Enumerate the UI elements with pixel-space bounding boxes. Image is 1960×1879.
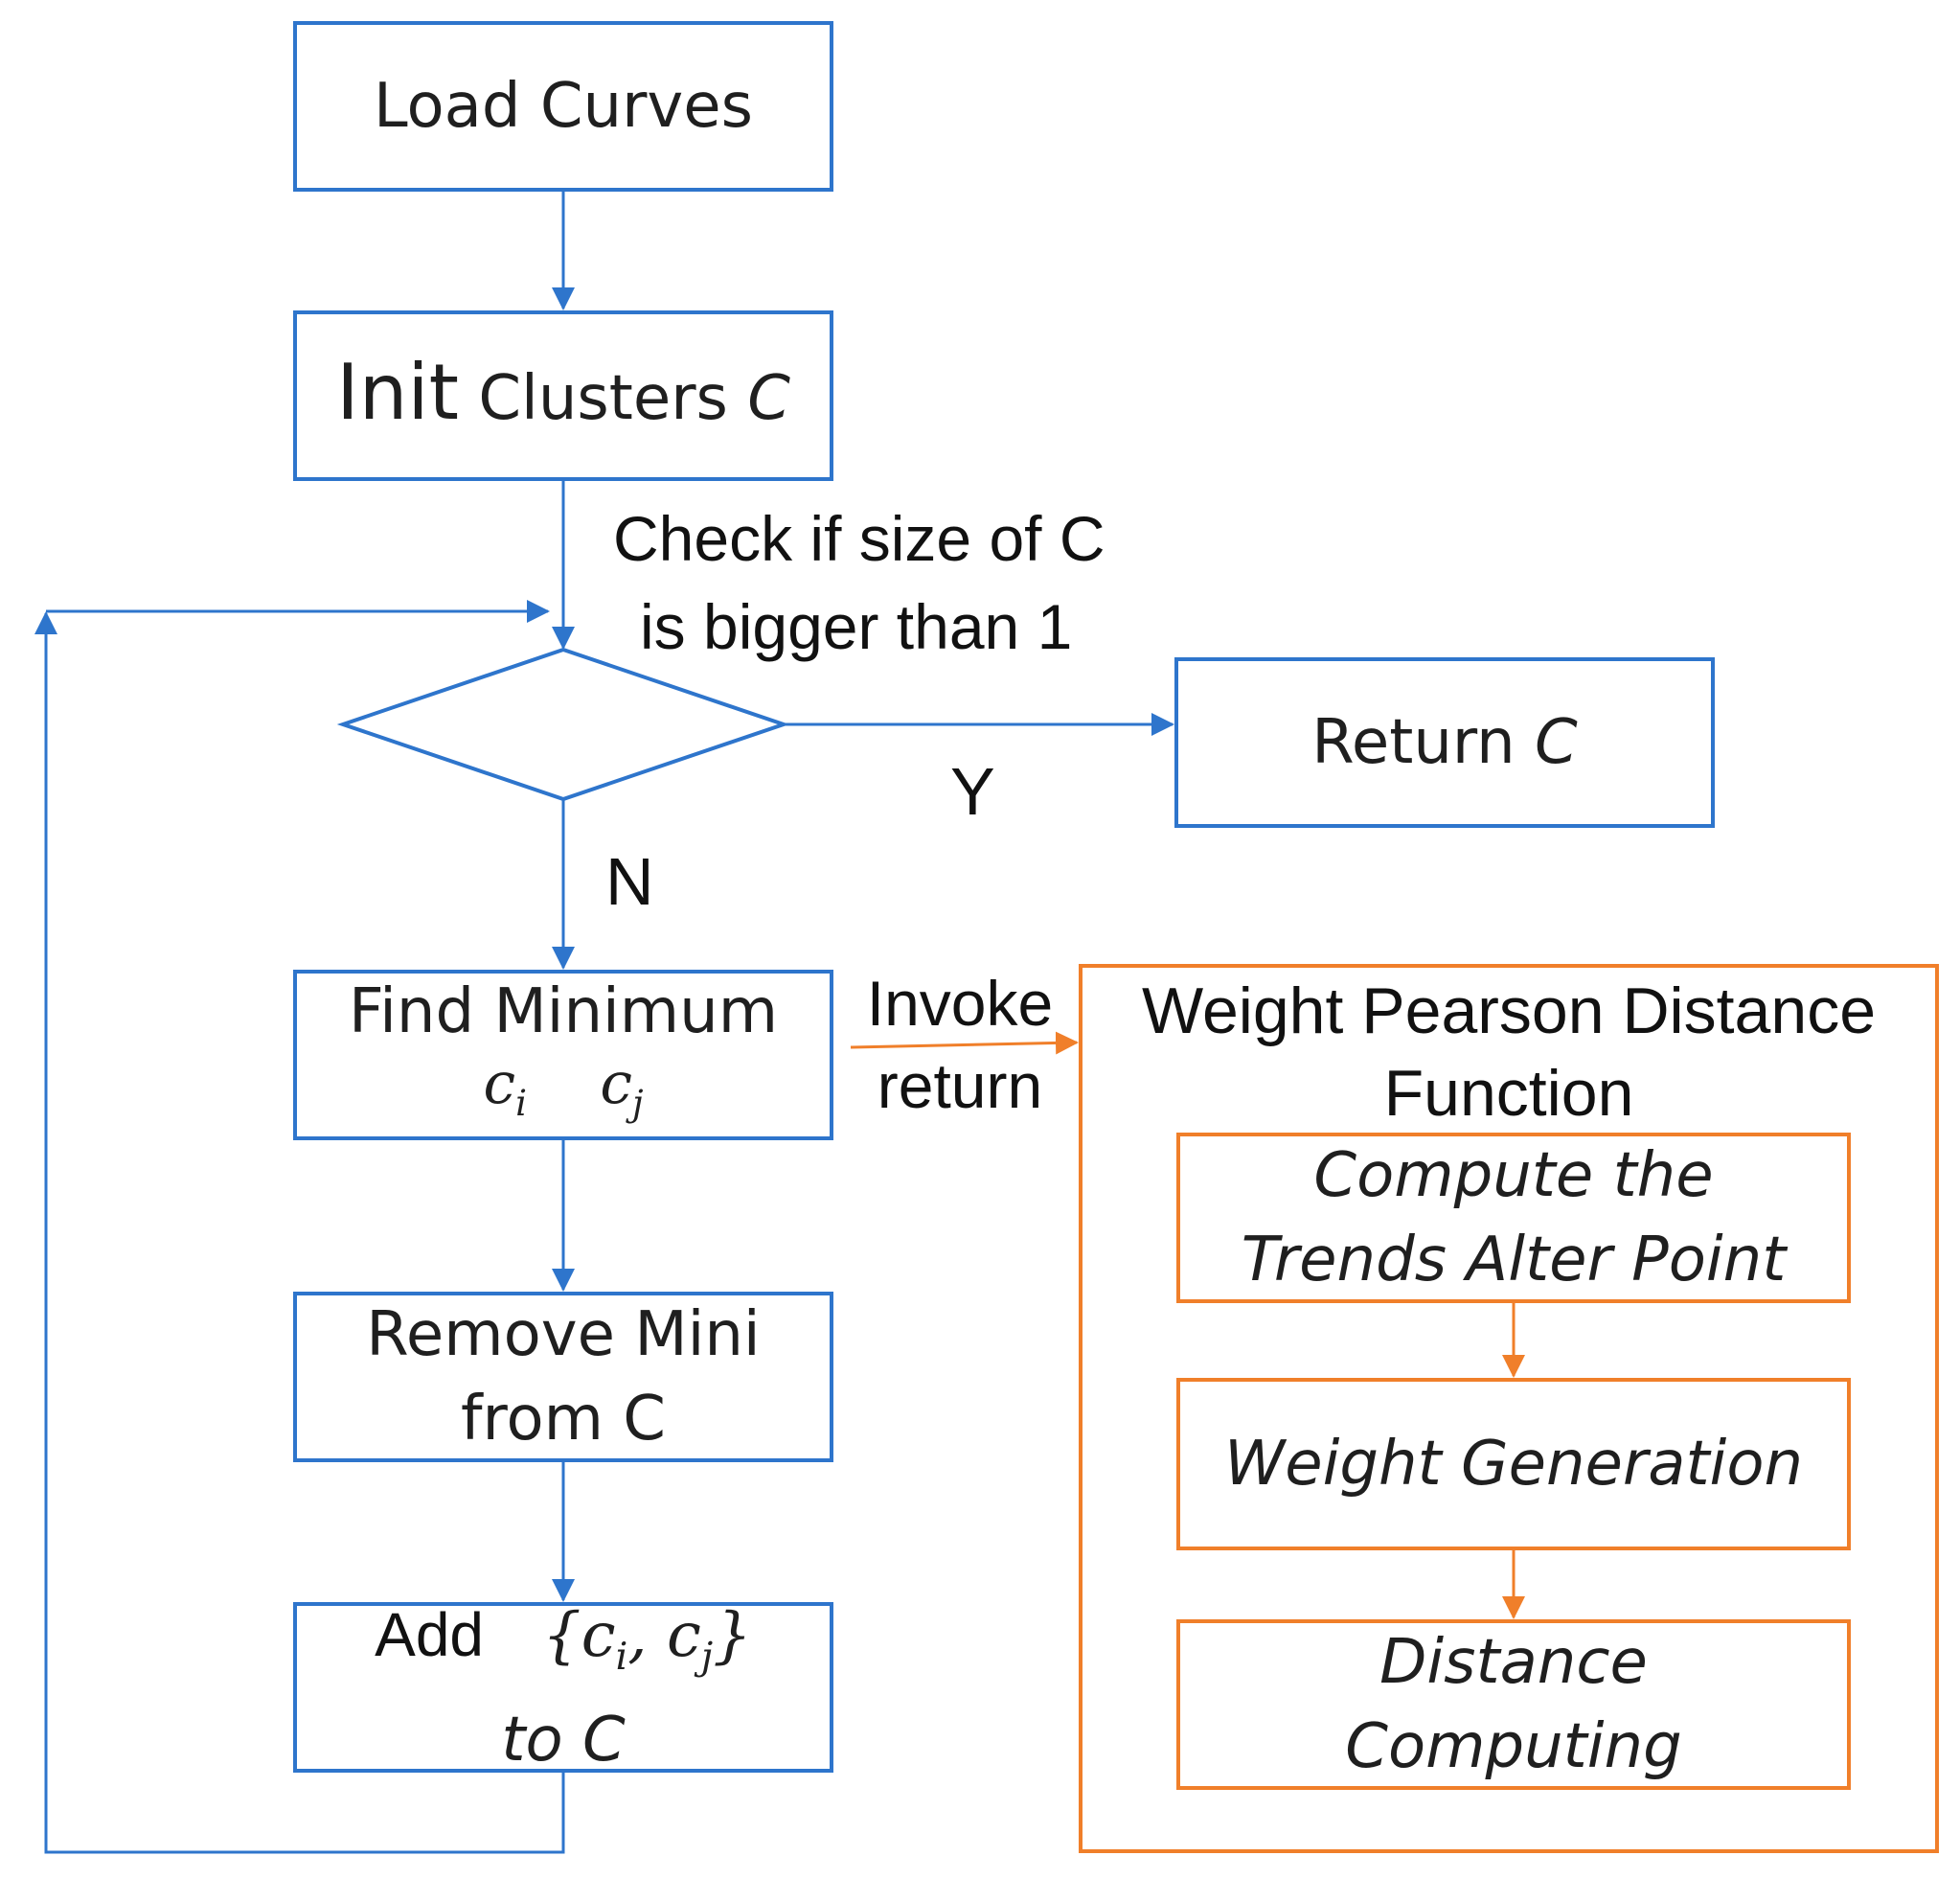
- load-curves-label: Load Curves: [373, 71, 754, 142]
- remove-line2: from C: [461, 1384, 666, 1455]
- step3-line1: Distance: [1379, 1627, 1648, 1698]
- step1-line2: Trends Alter Point: [1241, 1225, 1787, 1295]
- no-label: N: [605, 844, 654, 919]
- function-step-trends: Compute the Trends Alter Point: [1176, 1133, 1851, 1303]
- edge-loop-back: [34, 611, 565, 1854]
- remove-line1: Remove Mini: [366, 1299, 761, 1370]
- init-label-clusters: Clusters: [478, 363, 728, 434]
- invoke-line1: Invoke: [866, 968, 1054, 1039]
- function-title-line1: Weight Pearson Distance: [1141, 974, 1877, 1047]
- find-minimum-node: Find Minimum ci cj: [293, 970, 833, 1140]
- yes-label: Y: [950, 754, 995, 829]
- return-text: Return C: [1311, 700, 1577, 785]
- init-var: C: [747, 363, 790, 434]
- find-minimum-vars: ci cj: [484, 1050, 644, 1136]
- function-container: Weight Pearson Distance Function: [1079, 964, 1939, 1853]
- return-label: Return: [1311, 707, 1516, 778]
- function-step-weight: Weight Generation: [1176, 1378, 1851, 1550]
- edge-invoke: [850, 1031, 1079, 1055]
- init-clusters-node: Init Clusters C: [293, 310, 833, 481]
- remove-mini-node: Remove Mini from C: [293, 1292, 833, 1462]
- invoke-label: Invoke return: [855, 962, 1065, 1127]
- function-title-line2: Function: [1383, 1057, 1634, 1130]
- add-node: Add {ci, cj} to C: [293, 1600, 833, 1776]
- add-label: Add: [375, 1599, 484, 1669]
- function-step-distance: Distance Computing: [1176, 1619, 1851, 1790]
- decision-diamond: [336, 647, 790, 802]
- add-set: {ci, cj}: [542, 1599, 752, 1679]
- load-curves-node: Load Curves: [293, 21, 833, 192]
- add-line1: Add {ci, cj}: [375, 1593, 752, 1699]
- return-var: C: [1535, 707, 1578, 778]
- function-title: Weight Pearson Distance Function: [1142, 970, 1876, 1134]
- decision-line2: is bigger than 1: [640, 591, 1073, 662]
- step3-line2: Computing: [1345, 1711, 1682, 1782]
- decision-line1: Check if size of C: [613, 503, 1105, 574]
- return-node: Return C: [1174, 657, 1715, 828]
- add-line2: to C: [501, 1705, 626, 1776]
- step1-line1: Compute the: [1313, 1140, 1714, 1211]
- init-label: Init: [336, 348, 459, 437]
- find-minimum-label: Find Minimum: [348, 976, 779, 1047]
- decision-condition: Check if size of C is bigger than 1: [613, 494, 1226, 671]
- init-clusters-text: Init Clusters C: [336, 351, 790, 441]
- find-var-ci: ci: [483, 1050, 528, 1124]
- step2-line1: Weight Generation: [1223, 1429, 1804, 1500]
- find-var-cj: cj: [600, 1050, 644, 1124]
- invoke-line2: return: [877, 1050, 1043, 1121]
